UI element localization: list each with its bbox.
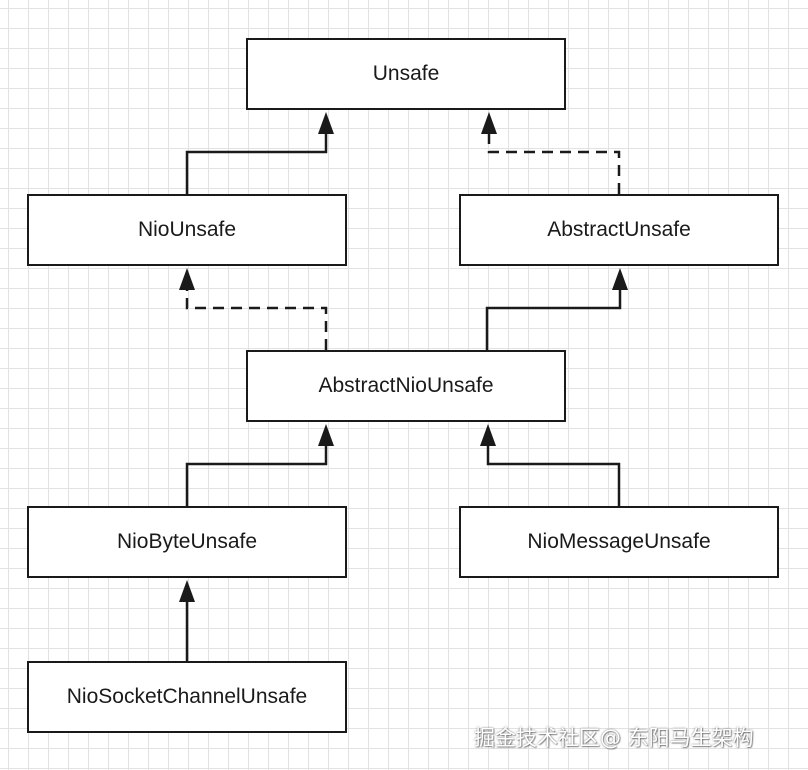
arrowhead-icon bbox=[612, 268, 628, 290]
edge-niounsafe-to-unsafe bbox=[185, 132, 328, 194]
arrowhead-icon bbox=[481, 112, 497, 134]
edge-abstractunsafe-to-unsafe bbox=[487, 132, 621, 194]
arrowhead-icon bbox=[179, 580, 195, 602]
node-niosocketchannelunsafe: NioSocketChannelUnsafe bbox=[27, 661, 347, 733]
watermark: 掘金技术社区@ 东阳马生架构 bbox=[474, 726, 754, 750]
arrowhead-icon bbox=[480, 424, 496, 446]
node-niomessageunsafe: NioMessageUnsafe bbox=[459, 506, 779, 578]
node-niobyteunsafe: NioByteUnsafe bbox=[27, 506, 347, 578]
edge-niobyteunsafe-to-abstractniounsafe bbox=[185, 444, 328, 506]
edge-niomessageunsafe-to-abstractniounsafe bbox=[486, 444, 621, 506]
arrowhead-icon bbox=[318, 112, 334, 134]
node-unsafe: Unsafe bbox=[246, 38, 566, 110]
node-niounsafe: NioUnsafe bbox=[27, 194, 347, 266]
arrowhead-icon bbox=[318, 424, 334, 446]
arrowhead-icon bbox=[179, 268, 195, 290]
node-abstractniounsafe: AbstractNioUnsafe bbox=[246, 350, 566, 422]
edge-abstractniounsafe-to-abstractunsafe bbox=[485, 288, 622, 350]
edge-abstractniounsafe-to-niounsafe bbox=[185, 288, 328, 350]
node-abstractunsafe: AbstractUnsafe bbox=[459, 194, 779, 266]
